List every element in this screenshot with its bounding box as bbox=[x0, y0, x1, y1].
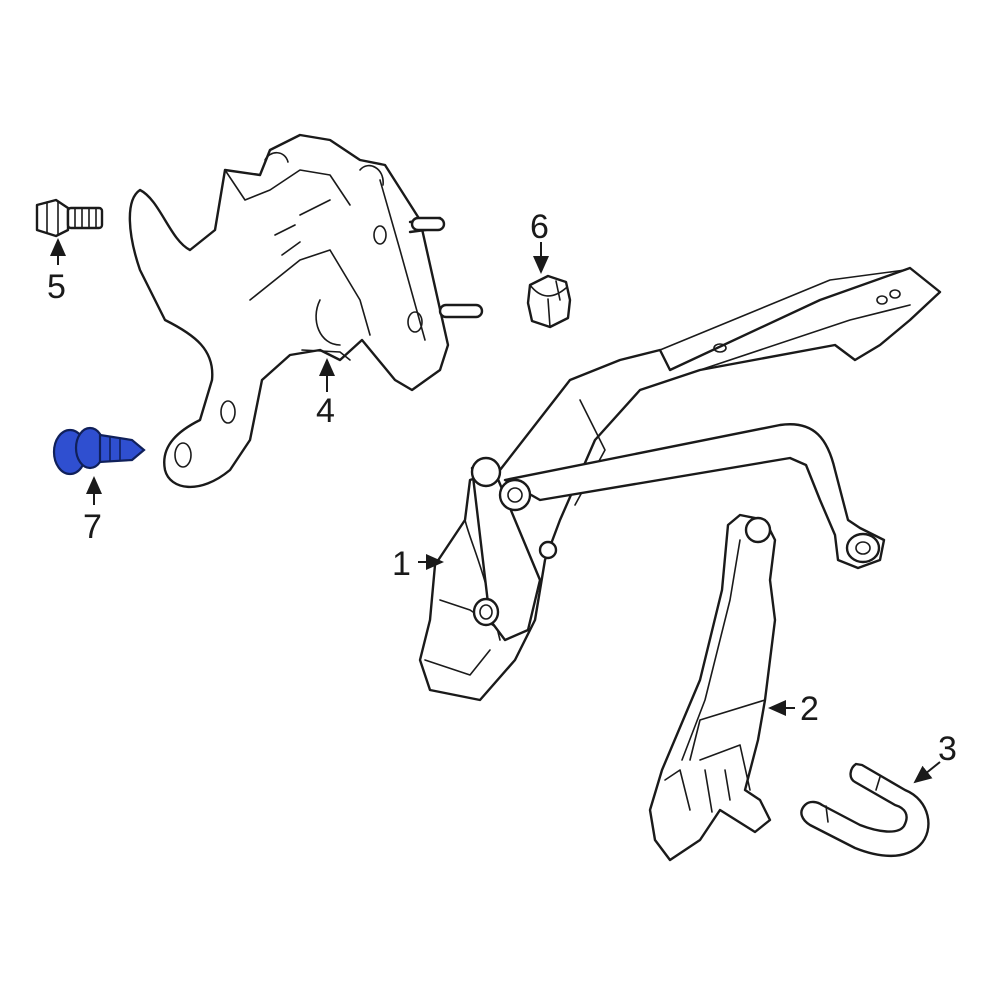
push-clip-part-7 bbox=[52, 426, 146, 476]
callout-7: 7 bbox=[83, 476, 102, 546]
nut-part-6 bbox=[526, 274, 572, 329]
callout-label-6: 6 bbox=[530, 208, 549, 246]
callout-1: 1 bbox=[392, 545, 444, 583]
callout-label-4: 4 bbox=[316, 392, 335, 430]
height-sensor-part-1 bbox=[418, 266, 942, 702]
callout-3: 3 bbox=[913, 730, 957, 784]
callout-label-1: 1 bbox=[392, 545, 411, 583]
u-bolt-part-3 bbox=[800, 762, 930, 858]
callout-4: 4 bbox=[316, 358, 335, 430]
callout-label-2: 2 bbox=[800, 690, 819, 728]
callout-label-5: 5 bbox=[47, 268, 66, 306]
callout-6: 6 bbox=[530, 208, 549, 274]
callout-5: 5 bbox=[47, 238, 66, 306]
mounting-bracket-part-4 bbox=[128, 133, 484, 489]
callout-label-3: 3 bbox=[938, 730, 957, 768]
callout-label-7: 7 bbox=[83, 508, 102, 546]
bracket-plate-part-2 bbox=[648, 513, 777, 862]
callout-2: 2 bbox=[768, 690, 819, 728]
bolt-part-5 bbox=[35, 198, 104, 238]
